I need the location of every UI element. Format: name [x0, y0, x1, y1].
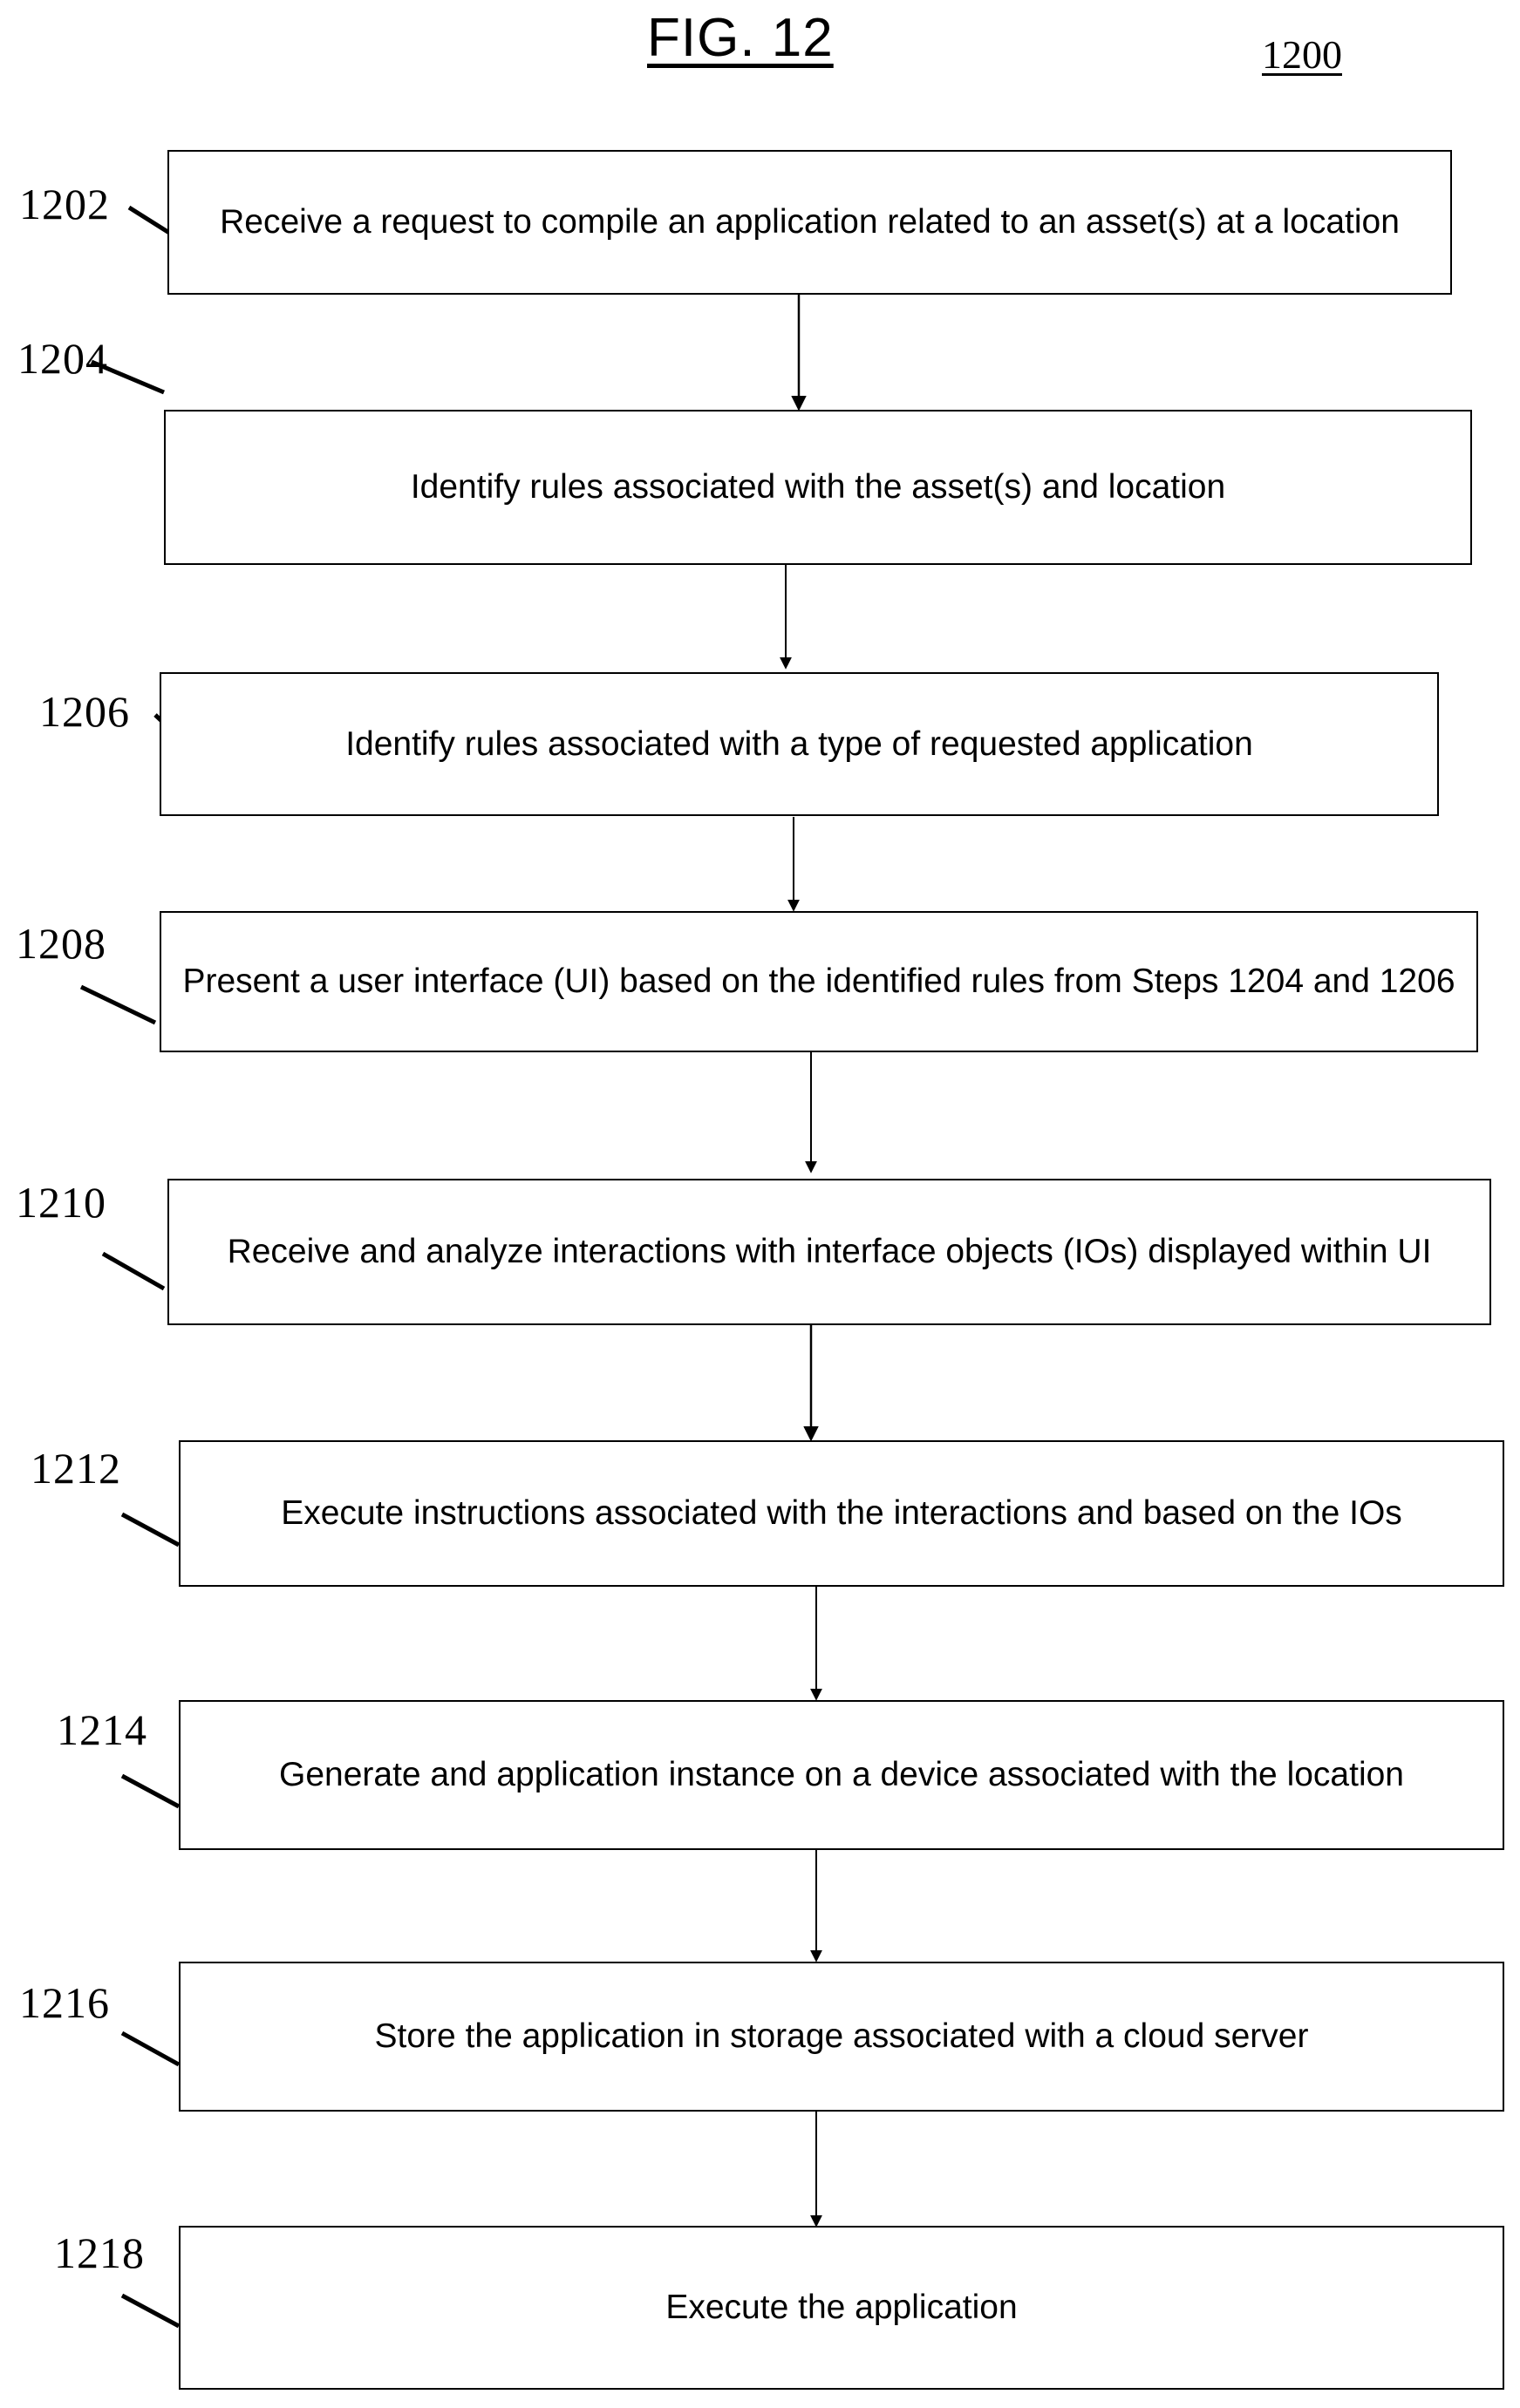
flow-step-1212[interactable]: Execute instructions associated with the… [179, 1440, 1504, 1587]
flow-step-1208[interactable]: Present a user interface (UI) based on t… [160, 911, 1478, 1052]
flow-step-1210[interactable]: Receive and analyze interactions with in… [167, 1179, 1491, 1325]
flow-step-1216-text: Store the application in storage associa… [374, 2017, 1309, 2056]
ref-label-1208: 1208 [16, 919, 106, 968]
figure-reference-number: 1200 [1262, 32, 1342, 77]
flow-step-1216[interactable]: Store the application in storage associa… [179, 1962, 1504, 2112]
flow-step-1202-text: Receive a request to compile an applicat… [220, 203, 1400, 241]
flow-step-1214[interactable]: Generate and application instance on a d… [179, 1700, 1504, 1850]
ref-label-1212: 1212 [31, 1444, 121, 1493]
ref-label-1204: 1204 [17, 334, 108, 383]
ref-label-1202: 1202 [19, 180, 110, 228]
ref-label-1214: 1214 [57, 1705, 147, 1754]
flow-step-1206-text: Identify rules associated with a type of… [345, 724, 1253, 763]
ref-label-1216: 1216 [19, 1978, 110, 2027]
flow-step-1206[interactable]: Identify rules associated with a type of… [160, 672, 1439, 816]
flow-step-1202[interactable]: Receive a request to compile an applicat… [167, 150, 1452, 295]
page-title: FIG. 12 [647, 8, 834, 68]
ref-label-1206: 1206 [39, 687, 130, 736]
flow-step-1218-text: Execute the application [665, 2289, 1018, 2327]
flow-step-1204[interactable]: Identify rules associated with the asset… [164, 410, 1472, 565]
flow-step-1208-text: Present a user interface (UI) based on t… [182, 963, 1455, 1001]
ref-label-1210: 1210 [16, 1178, 106, 1227]
flow-step-1210-text: Receive and analyze interactions with in… [227, 1233, 1432, 1271]
flow-step-1214-text: Generate and application instance on a d… [278, 1756, 1404, 1794]
flow-step-1212-text: Execute instructions associated with the… [281, 1494, 1402, 1533]
flow-step-1218[interactable]: Execute the application [179, 2226, 1504, 2390]
flow-step-1204-text: Identify rules associated with the asset… [410, 468, 1226, 507]
ref-label-1218: 1218 [54, 2228, 145, 2277]
